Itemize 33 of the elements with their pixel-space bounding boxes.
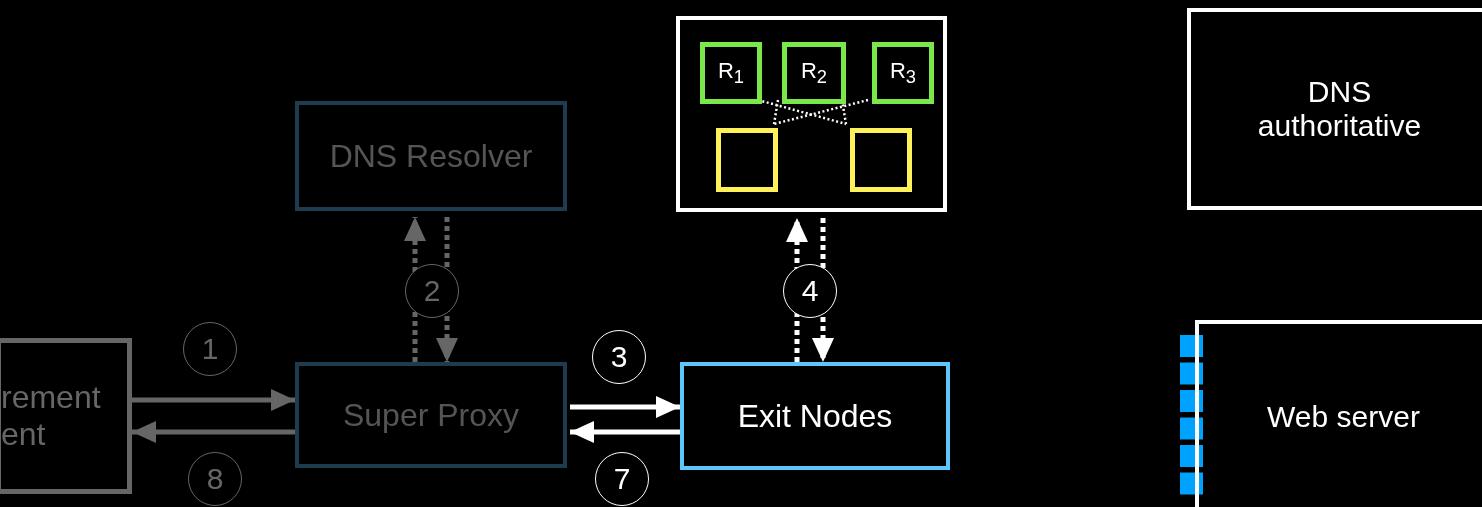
server-box — [1187, 8, 1482, 210]
dotted-line — [772, 99, 780, 125]
node-label: DNS authoritative — [1256, 74, 1423, 144]
node-label: R$_{1}$ — [717, 58, 745, 88]
step-number: 8 — [188, 452, 242, 506]
node-label: Exit Nodes — [737, 397, 893, 435]
exit-nodes-box — [680, 362, 950, 470]
node-label: Super Proxy — [342, 396, 520, 434]
arrow — [570, 396, 680, 418]
router-box — [782, 42, 846, 104]
router-box — [700, 42, 762, 104]
step-number: 1 — [183, 322, 237, 376]
node-label: R$_{3}$ — [889, 58, 917, 88]
step-number: 3 — [592, 330, 646, 384]
node-label: DNS Resolver — [329, 137, 533, 175]
empty-box — [850, 128, 912, 192]
proxy-box — [295, 362, 567, 468]
arrow — [132, 389, 295, 411]
arrow — [570, 421, 680, 443]
node-label: R$_{2}$ — [800, 58, 828, 88]
client-box — [0, 338, 132, 494]
dotted-line — [773, 98, 869, 126]
node-label: Web server — [1267, 400, 1420, 435]
node-label: rement ent — [1, 379, 102, 453]
step-number: 7 — [595, 452, 649, 506]
resolver-group-box — [676, 16, 947, 212]
resolver-box — [295, 101, 567, 211]
arrow — [132, 421, 295, 443]
step-number: 2 — [405, 264, 459, 318]
step-number: 4 — [783, 264, 837, 318]
empty-box — [716, 128, 778, 192]
router-box — [872, 42, 934, 104]
server-box — [1195, 320, 1482, 507]
